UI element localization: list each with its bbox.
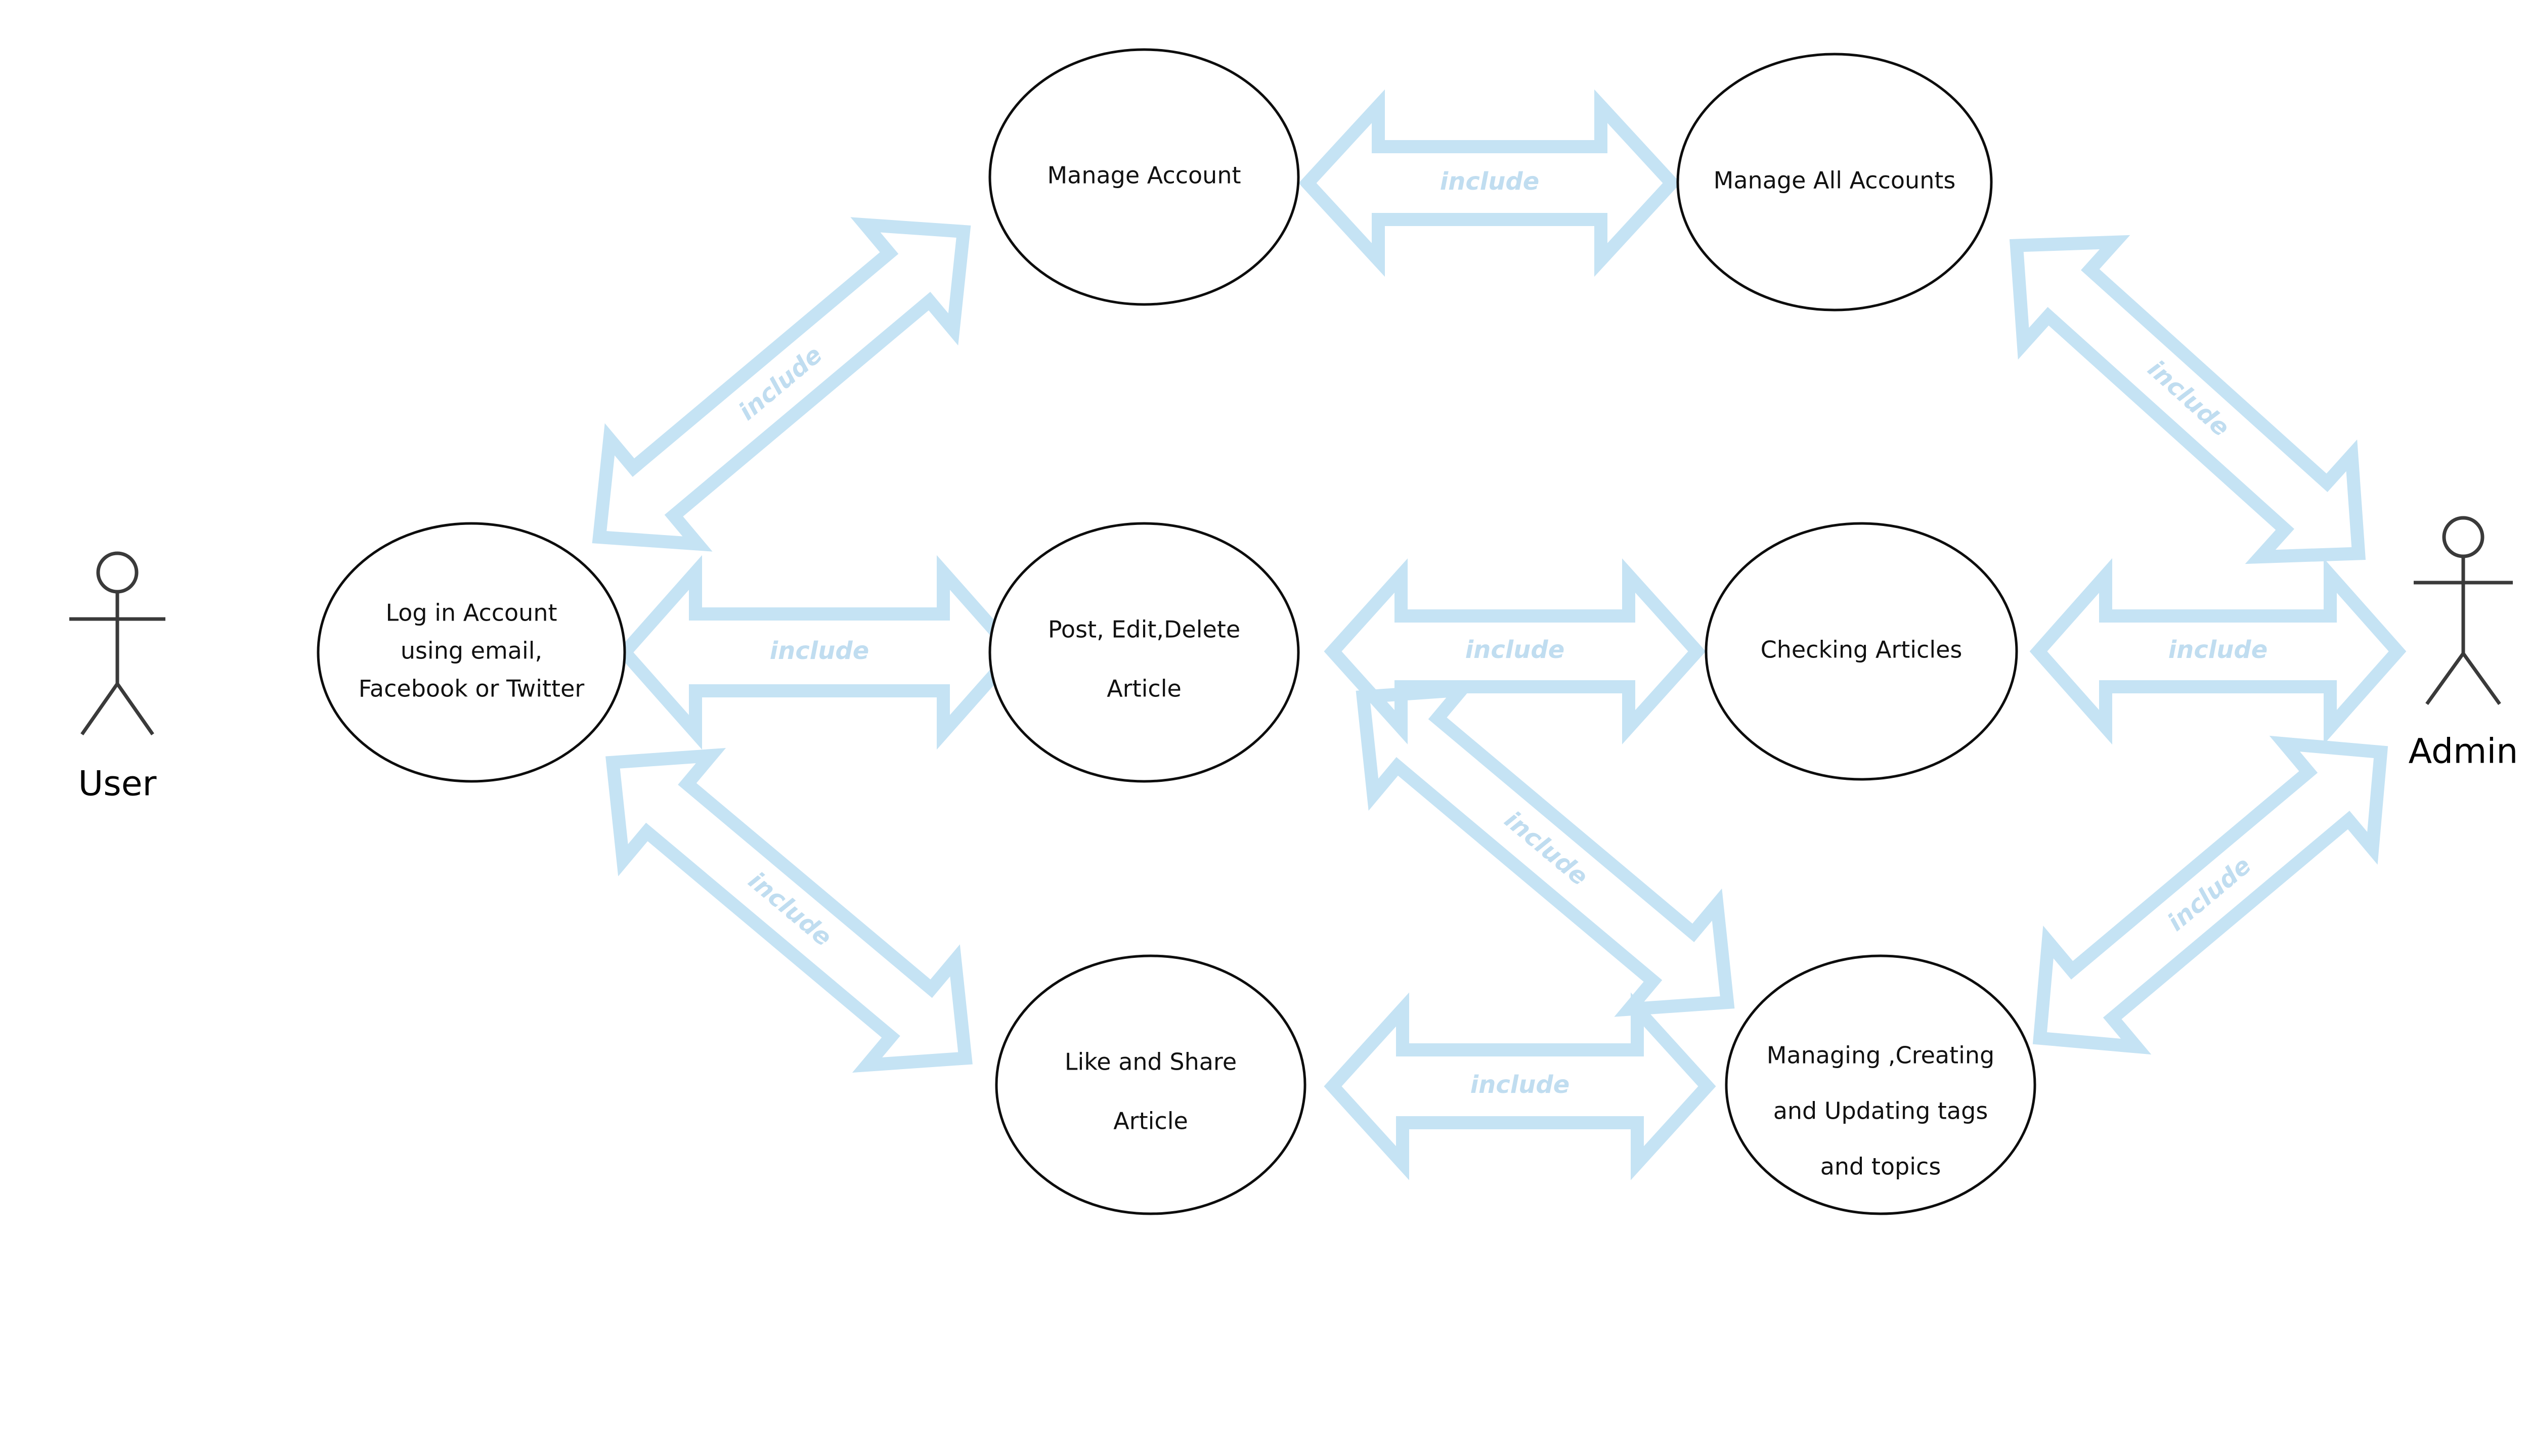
use-case-ellipse (988, 522, 1300, 783)
relationship-manage-all-accounts-to-admin[interactable]: include (1971, 195, 2405, 604)
use-case-label-line: Manage Account (1047, 162, 1241, 189)
double-arrow-shape (1298, 89, 1681, 277)
relationship-login-to-post-edit-delete[interactable]: include (616, 555, 1023, 750)
include-label: include (1465, 636, 1565, 664)
include-label: include (1470, 1071, 1570, 1099)
use-case-ellipse (1705, 522, 2018, 781)
actor-left-leg-icon (2425, 652, 2465, 705)
use-case-label-line: Manage All Accounts (1714, 167, 1956, 194)
relationship-managing-tags-to-admin[interactable]: include (1996, 700, 2425, 1090)
actor-admin[interactable]: Admin (2409, 516, 2518, 772)
actor-head-icon (96, 551, 139, 594)
relationship-login-to-manage-account[interactable]: include (555, 179, 1008, 589)
use-case-checking-articles[interactable]: Checking Articles (1705, 522, 2018, 781)
double-arrow-shape (1324, 992, 1716, 1180)
use-case-ellipse (988, 48, 1300, 306)
actor-head-icon (2442, 516, 2484, 558)
include-label: include (2162, 851, 2257, 937)
use-case-label-line: Article (1107, 675, 1182, 702)
relationship-like-and-share-to-managing-tags[interactable]: include (1324, 992, 1716, 1180)
include-label: include (733, 340, 828, 426)
include-label: include (770, 637, 869, 665)
use-case-label-line: Managing ,Creating (1767, 1042, 1994, 1069)
actor-label: User (78, 764, 157, 804)
relationship-login-to-like-and-share[interactable]: include (569, 710, 1010, 1111)
relationship-manage-account-to-manage-all-accounts[interactable]: include (1298, 89, 1681, 277)
use-case-ellipse (1725, 954, 2036, 1215)
include-label: include (2142, 355, 2235, 442)
use-case-label-line: Checking Articles (1761, 636, 1963, 664)
use-case-managing-creating-updating-tags-topics[interactable]: Managing ,Creating and Updating tags and… (1725, 954, 2036, 1215)
double-arrow-shape (2032, 735, 2388, 1055)
double-arrow-shape (2029, 558, 2407, 745)
use-case-post-edit-delete-article[interactable]: Post, Edit,Delete Article (988, 522, 1300, 783)
actor-right-leg-icon (2462, 652, 2501, 705)
double-arrow-shape (2009, 235, 2366, 564)
use-case-label-line: Post, Edit,Delete (1048, 616, 1240, 643)
double-arrow-shape (592, 217, 971, 552)
actor-right-leg-icon (116, 682, 154, 736)
actor-user[interactable]: User (69, 551, 165, 804)
double-arrow-shape (605, 748, 973, 1073)
use-case-ellipse (995, 954, 1306, 1215)
use-case-label-line: and topics (1820, 1153, 1941, 1180)
use-case-label-line: Article (1113, 1108, 1188, 1135)
relationship-checking-articles-to-admin[interactable]: include (2029, 558, 2407, 745)
include-label: include (1499, 806, 1594, 891)
use-case-manage-account[interactable]: Manage Account (988, 48, 1300, 306)
include-label: include (743, 866, 838, 952)
use-case-ellipse (317, 522, 626, 783)
use-case-label-line: using email, (401, 637, 542, 665)
include-label: include (2168, 636, 2268, 664)
use-case-ellipse (1676, 53, 1993, 312)
use-case-label-line: Log in Account (385, 599, 557, 627)
relationship-post-edit-delete-to-checking-articles[interactable]: include (1324, 558, 1706, 744)
actor-left-leg-icon (80, 682, 119, 736)
use-case-label-line: and Updating tags (1773, 1097, 1988, 1125)
double-arrow-shape (1356, 682, 1735, 1017)
use-case-manage-all-accounts[interactable]: Manage All Accounts (1676, 53, 1993, 312)
use-case-label-line: Facebook or Twitter (359, 675, 585, 702)
actor-label: Admin (2409, 732, 2518, 772)
use-case-log-in-account[interactable]: Log in Account using email, Facebook or … (317, 522, 626, 783)
use-case-like-and-share-article[interactable]: Like and Share Article (995, 954, 1306, 1215)
include-label: include (1440, 167, 1540, 196)
use-case-label-line: Like and Share (1065, 1048, 1237, 1076)
